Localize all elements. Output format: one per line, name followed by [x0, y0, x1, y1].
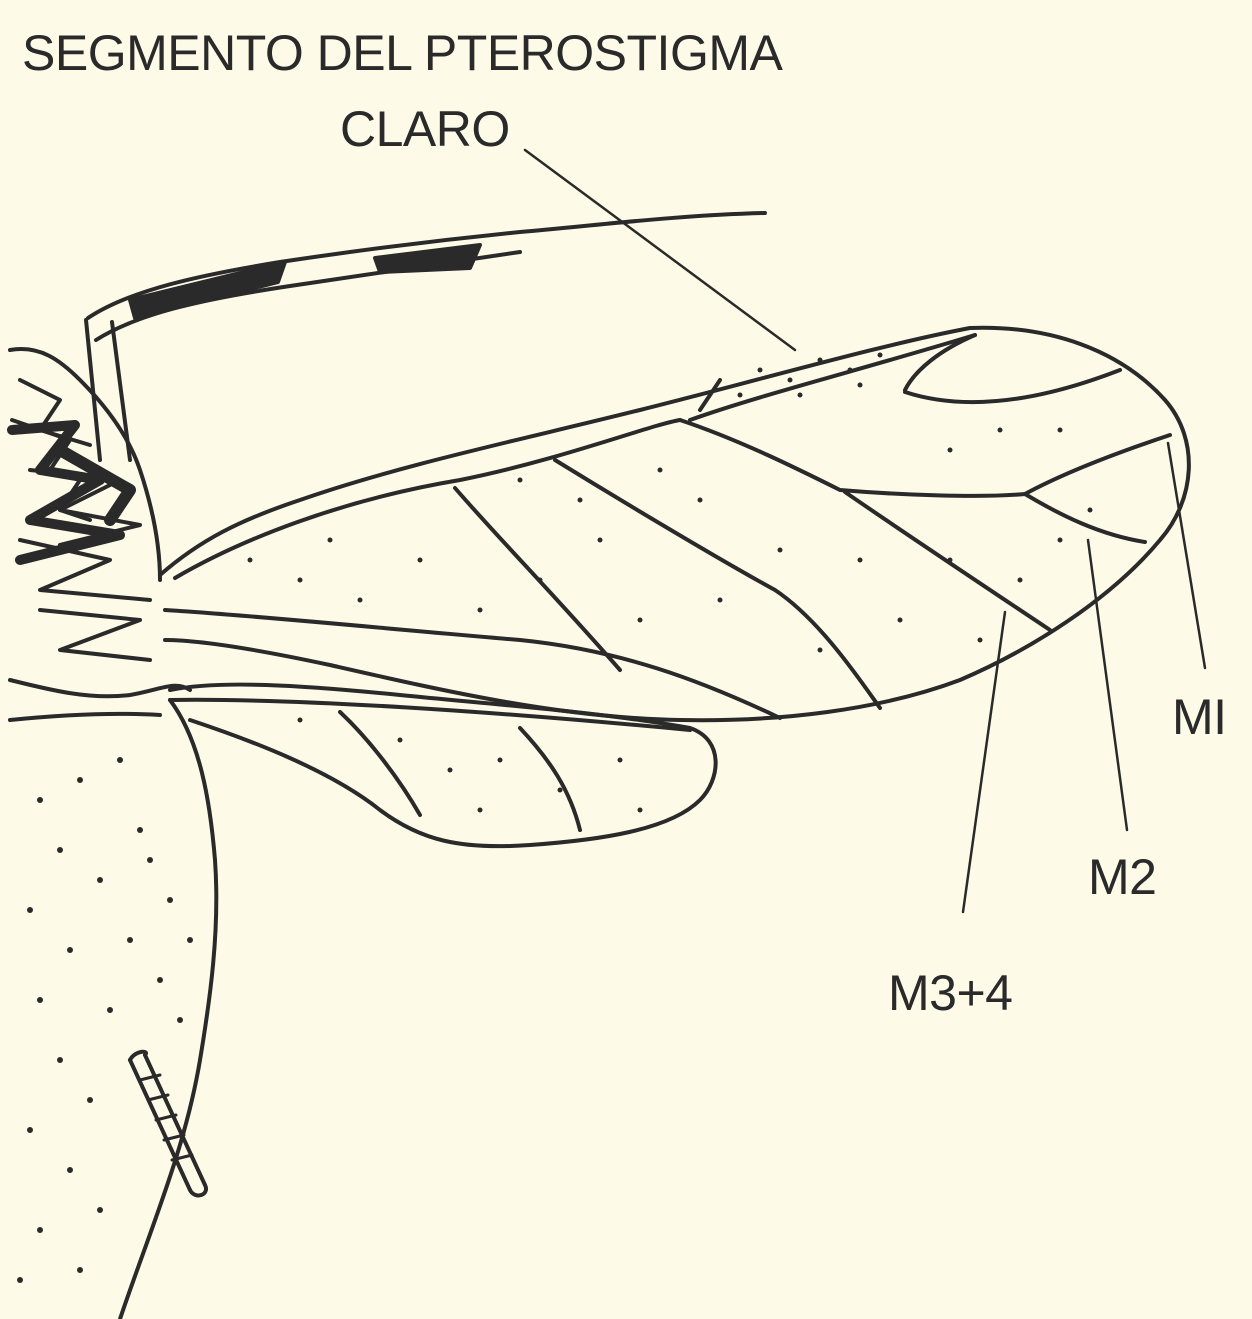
- title-line-1: SEGMENTO DEL PTEROSTIGMA: [22, 28, 782, 78]
- leader-line-m2: [1088, 540, 1127, 830]
- label-m3-4: M3+4: [888, 968, 1012, 1018]
- title-line-2: CLARO: [340, 104, 510, 154]
- label-m1: MI: [1172, 692, 1227, 742]
- leader-line-m34: [963, 612, 1005, 912]
- thorax: [10, 349, 190, 720]
- abdomen-stipple: [17, 757, 193, 1283]
- forewing: [160, 328, 1189, 720]
- hindwing: [170, 685, 716, 847]
- abdomen: [120, 700, 216, 1319]
- label-m2: M2: [1088, 852, 1156, 902]
- leader-line-pterostigma: [525, 150, 795, 350]
